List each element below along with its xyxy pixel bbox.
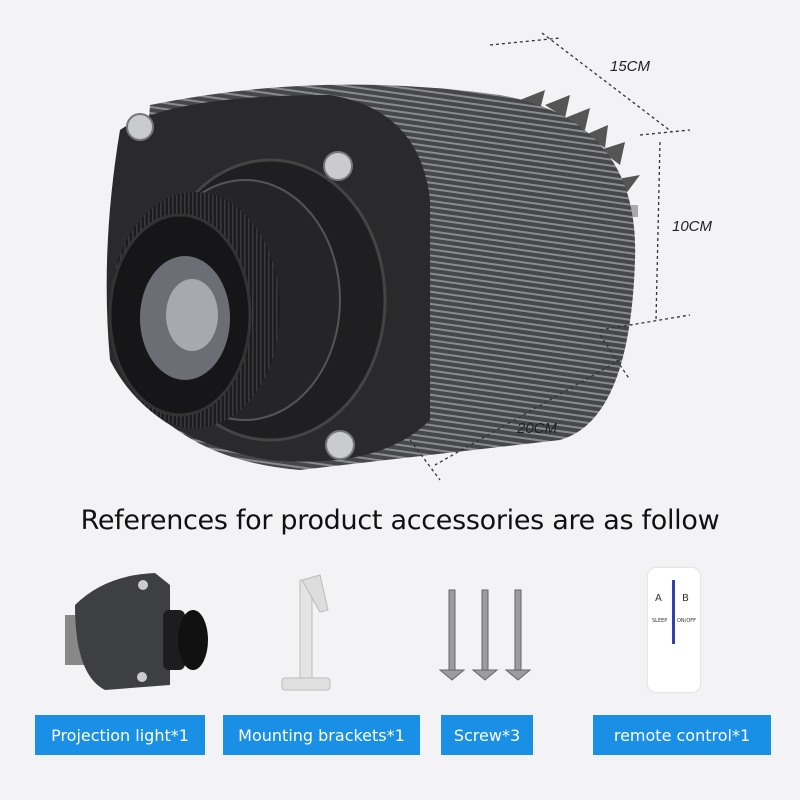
- remote-button-b[interactable]: B: [682, 593, 689, 604]
- length-dimension-label: 20CM: [517, 420, 558, 437]
- accessory-label-remote-control: remote control*1: [593, 715, 771, 755]
- remote-control-icon[interactable]: A B SLEEP ON/OFF: [648, 568, 700, 692]
- accessory-label-screw: Screw*3: [441, 715, 533, 755]
- projection-light-icon: [65, 573, 208, 690]
- remote-button-sleep[interactable]: SLEEP: [652, 618, 668, 624]
- screw-icon: [438, 589, 532, 681]
- accessory-label-projection-light: Projection light*1: [35, 715, 205, 755]
- mounting-bracket-icon: [281, 574, 331, 691]
- remote-button-a[interactable]: A: [655, 593, 662, 604]
- accessory-label-mounting-brackets: Mounting brackets*1: [223, 715, 420, 755]
- depth-dimension-label: 15CM: [610, 58, 651, 75]
- remote-button-onoff[interactable]: ON/OFF: [677, 618, 697, 624]
- accessories-headline: References for product accessories are a…: [80, 505, 720, 536]
- projector-product-image: [106, 32, 691, 481]
- height-dimension-label: 10CM: [672, 218, 713, 235]
